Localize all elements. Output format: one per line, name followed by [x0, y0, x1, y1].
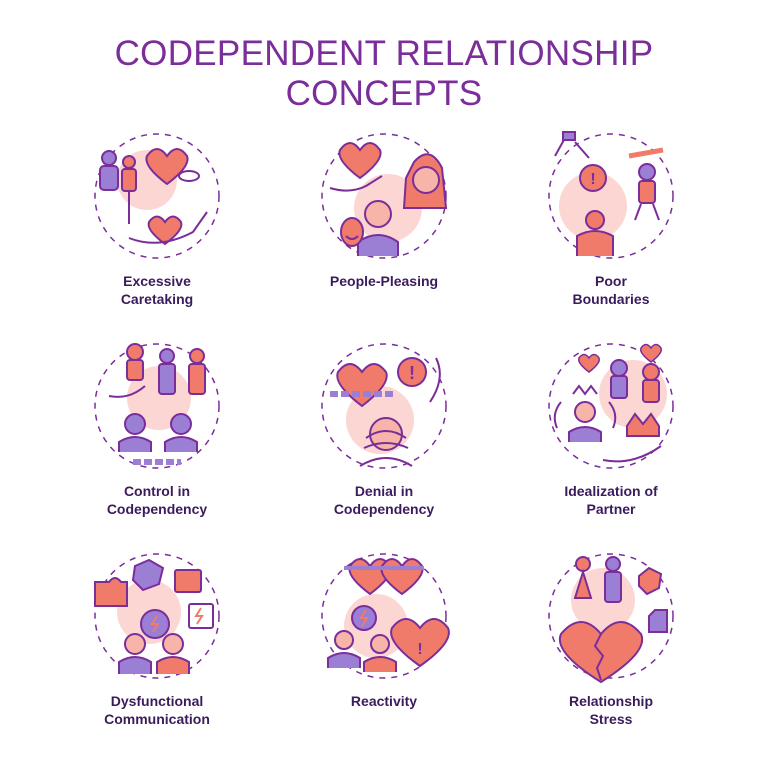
- concept-label-line-2: Caretaking: [120, 291, 194, 307]
- concept-dysfunctional-communication: Dysfunctional Communication: [62, 548, 242, 748]
- concept-denial-in-codependency: ! Denial in Codependency: [289, 338, 469, 538]
- title-line-1: CODEPENDENT RELATIONSHIP: [114, 34, 654, 73]
- concept-control-in-codependency: Control in Codependency: [62, 338, 242, 538]
- title-line-2: CONCEPTS: [285, 74, 483, 113]
- idealization-of-partner-icon: [548, 343, 674, 469]
- control-in-codependency-icon: [94, 343, 220, 469]
- concept-label-line-2: Partner: [586, 501, 636, 517]
- concept-label-line-2: Stress: [589, 711, 633, 727]
- concept-excessive-caretaking: Excessive Caretaking: [62, 128, 242, 328]
- svg-text:!: !: [590, 171, 595, 188]
- concept-label-line-2: Codependency: [106, 501, 208, 517]
- concept-poor-boundaries: ! Poor Boundaries: [516, 128, 696, 328]
- concept-label-line-1: Idealization of: [564, 483, 658, 499]
- concept-label-line-1: Denial in: [354, 483, 414, 499]
- concept-label-line-2: Boundaries: [572, 291, 650, 307]
- reactivity-icon: !: [321, 553, 450, 679]
- denial-in-codependency-icon: !: [321, 343, 447, 469]
- relationship-stress-icon: [548, 553, 674, 684]
- concept-label-line-1: Reactivity: [350, 693, 418, 709]
- concept-label-line-1: Relationship: [568, 693, 653, 709]
- poor-boundaries-icon: !: [548, 131, 674, 259]
- concept-label-line-1: People-Pleasing: [329, 273, 439, 289]
- concept-people-pleasing: People-Pleasing: [289, 128, 469, 328]
- excessive-caretaking-icon: [94, 133, 220, 259]
- concept-reactivity: ! Reactivity: [289, 548, 469, 748]
- concept-label-line-1: Poor: [595, 273, 627, 289]
- concept-label-line-1: Excessive: [123, 273, 191, 289]
- concept-label-line-2: Communication: [104, 711, 210, 727]
- page-title: CODEPENDENT RELATIONSHIP CONCEPTS: [0, 34, 768, 114]
- people-pleasing-icon: [321, 133, 448, 259]
- concept-label-line-2: Codependency: [333, 501, 435, 517]
- dysfunctional-communication-icon: [94, 553, 220, 679]
- svg-text:!: !: [409, 363, 415, 383]
- concept-relationship-stress: Relationship Stress: [516, 548, 696, 748]
- svg-text:!: !: [417, 641, 422, 658]
- concept-label-line-1: Control in: [123, 483, 191, 499]
- concept-label-line-1: Dysfunctional: [110, 693, 204, 709]
- concept-idealization-of-partner: Idealization of Partner: [516, 338, 696, 538]
